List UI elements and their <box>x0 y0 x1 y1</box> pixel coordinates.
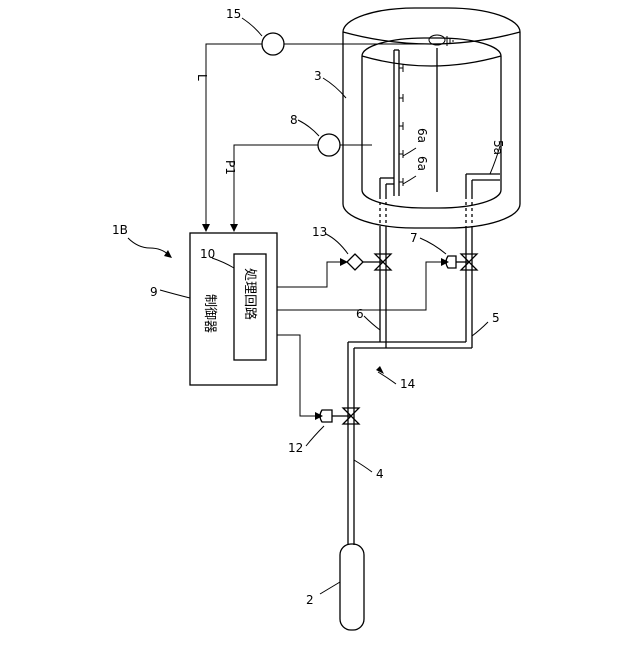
leader-1b <box>128 238 170 256</box>
tank-inner-rim <box>362 56 501 66</box>
arrow-l-head <box>202 224 210 232</box>
signal-line-p1 <box>234 145 318 226</box>
leader-5 <box>472 322 488 336</box>
label-6: 6 <box>356 307 364 321</box>
leader-15 <box>242 18 262 36</box>
label-3: 3 <box>314 69 322 83</box>
arrow-13-head <box>340 258 348 266</box>
leader-13 <box>326 234 348 254</box>
label-p1: P1 <box>223 160 237 175</box>
valve-7-body-bottom <box>461 262 477 270</box>
label-2: 2 <box>306 593 314 607</box>
leader-4 <box>354 460 372 472</box>
leader-2 <box>320 582 340 594</box>
controller-text: 制御器 <box>202 294 217 333</box>
control-line-12 <box>277 335 315 416</box>
leader-12 <box>306 426 324 446</box>
valve-13-body-top <box>375 254 391 262</box>
tank-inner <box>362 38 501 208</box>
leader-8 <box>298 120 319 136</box>
arrow-12-head <box>315 412 323 420</box>
valve-13-actuator <box>347 254 363 270</box>
label-13: 13 <box>312 225 327 239</box>
label-l: L <box>195 74 209 81</box>
valve-12-body-top <box>343 408 359 416</box>
valve-12-body-bottom <box>343 416 359 424</box>
leader-6a-lower <box>403 176 416 184</box>
sensor-15 <box>262 33 284 55</box>
valve-7-body-top <box>461 254 477 262</box>
leader-9 <box>160 290 190 298</box>
leader-6 <box>364 316 380 330</box>
label-5: 5 <box>492 311 500 325</box>
leader-14 <box>378 372 396 384</box>
control-line-13 <box>277 262 340 287</box>
label-14: 14 <box>400 377 415 391</box>
arrow-7-head <box>441 258 449 266</box>
label-1b: 1B <box>112 223 128 237</box>
leader-7 <box>420 238 446 254</box>
label-6a-upper: 6a <box>415 128 429 143</box>
label-8: 8 <box>290 113 298 127</box>
cylinder <box>340 544 364 630</box>
label-10: 10 <box>200 247 215 261</box>
valve-13-body-bottom <box>375 262 391 270</box>
arrow-1b-head <box>164 250 172 258</box>
sensor-8 <box>318 134 340 156</box>
label-7: 7 <box>410 231 418 245</box>
arrow-p1-head <box>230 224 238 232</box>
circuit-text: 処理回路 <box>242 268 258 320</box>
label-5a: 5a <box>491 140 505 155</box>
label-12: 12 <box>288 441 303 455</box>
label-4: 4 <box>376 467 384 481</box>
label-15: 15 <box>226 7 241 21</box>
control-line-7 <box>277 262 441 310</box>
label-9: 9 <box>150 285 158 299</box>
tank-outer <box>343 8 520 228</box>
label-6a-lower: 6a <box>415 156 429 171</box>
leader-6a-upper <box>403 148 416 156</box>
leader-10 <box>212 258 234 268</box>
